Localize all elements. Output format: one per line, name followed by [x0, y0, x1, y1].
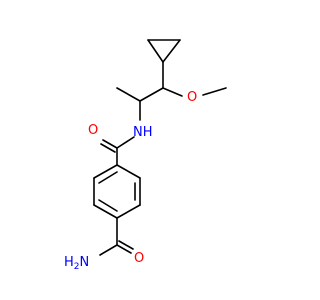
amide-oxygen-bottom-label: O [134, 251, 144, 266]
amine-n-label: N [80, 255, 90, 270]
amine-nh2-label: H2N [64, 255, 89, 272]
carbonyl-top [100, 139, 118, 153]
carbonyl-bottom [116, 240, 134, 254]
bond-o-to-methyl [202, 87, 227, 96]
cyclopropyl-ring [147, 39, 181, 63]
molecule-structure-diagram: O NH O O H2N [64, 39, 227, 272]
amine-h-label: H [64, 255, 74, 270]
bond-nh-to-carbonyl [116, 136, 135, 149]
bond-ch-to-o [162, 87, 183, 97]
amide-oxygen-top-label: O [88, 123, 98, 138]
bond-carbonyl-to-nh2 [99, 244, 118, 256]
bond-ch-to-ch [139, 87, 164, 102]
benzene-ring [93, 164, 141, 219]
bond-ch-to-methyl [116, 87, 141, 102]
amide-nh-label: NH [133, 125, 153, 140]
methoxy-oxygen-label: O [187, 90, 197, 105]
amine-subscript: 2 [74, 262, 80, 272]
svg-text:H2N: H2N [64, 255, 89, 272]
